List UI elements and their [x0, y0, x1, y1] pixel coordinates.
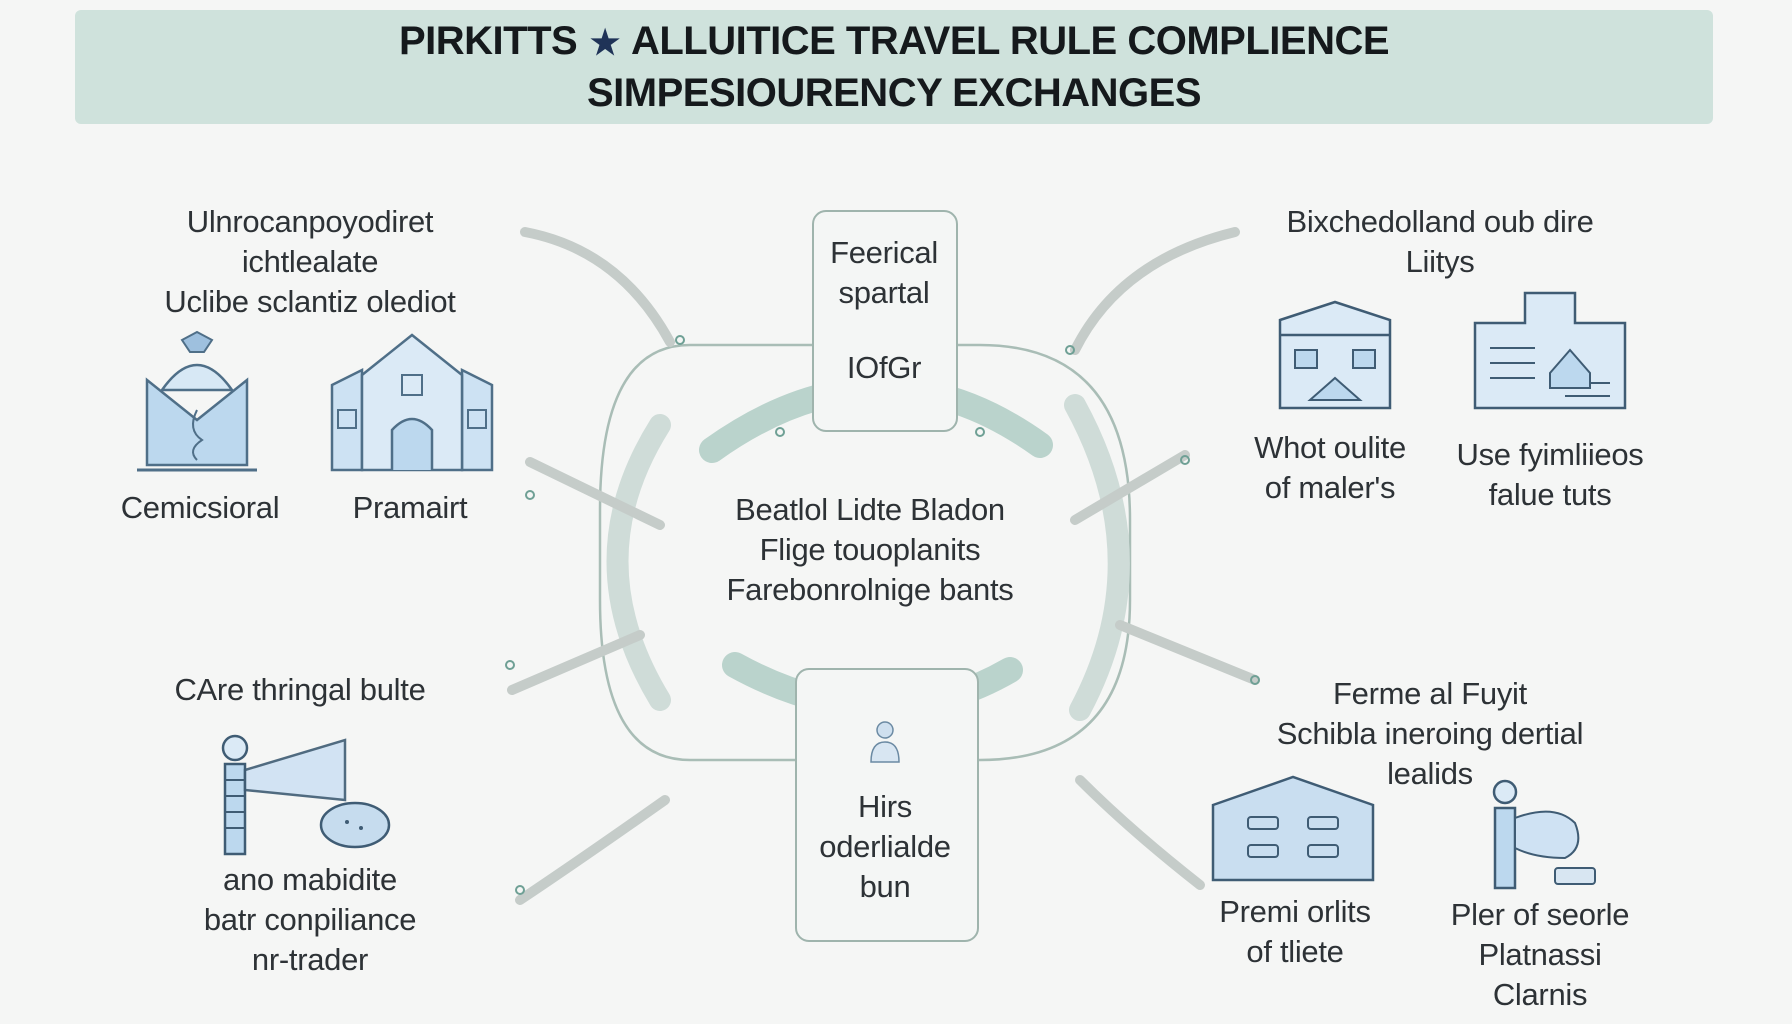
person-scanner-icon	[221, 734, 391, 856]
castle-building-icon	[330, 333, 494, 472]
arrow-top-right	[1070, 227, 1240, 355]
right-bottom-heading: Ferme al Fuyit Schibla ineroing dertial …	[1276, 676, 1584, 791]
center-top-box	[812, 210, 958, 432]
title-line-1: PIRKITTS ★ ALLUITICE TRAVEL RULE COMPLIE…	[398, 19, 1390, 63]
right-bottom-item-1: Premi orlits of tliete	[1219, 894, 1371, 969]
mountain-shield-icon	[137, 330, 257, 472]
right-top-item-2: Use fyimliieos falue tuts	[1456, 437, 1644, 512]
central-frame	[598, 343, 1132, 762]
arrow-lower-right	[1115, 620, 1260, 685]
left-bottom-caption: ano mabidite batr conpiliance nr-trader	[203, 862, 417, 977]
arrow-bottom-left	[515, 795, 670, 905]
center-bottom-box	[795, 668, 979, 942]
arrow-lower-left	[507, 630, 645, 695]
right-top-item-1: Whot oulite of maler's	[1254, 430, 1406, 505]
bank-building-icon	[1278, 300, 1392, 410]
title-banner: PIRKITTS ★ ALLUITICE TRAVEL RULE COMPLIE…	[75, 10, 1713, 124]
left-top-item-2: Pramairt	[352, 490, 468, 525]
left-bottom-heading: CAre thringal bulte	[174, 672, 426, 707]
left-top-heading: Ulnrocanpoyodiret ichtlealate Uclibe scl…	[164, 204, 456, 319]
right-bottom-item-2: Pler of seorle Platnassi Clarnis	[1450, 897, 1630, 1012]
ring-right-arc	[1064, 394, 1130, 721]
center-top-text: Feerical spartal	[830, 235, 938, 310]
ring-left-arc	[606, 414, 671, 711]
arrow-mid-right	[1070, 450, 1190, 525]
center-top-code: IOfGr	[846, 350, 922, 385]
arrow-bottom-right	[1075, 775, 1205, 890]
person-coins-icon	[1492, 779, 1596, 890]
person-lock-icon	[870, 721, 900, 763]
left-top-item-1: Cemicsioral	[120, 490, 280, 525]
document-house-icon	[1473, 291, 1627, 410]
right-top-heading: Bixchedolland oub dire Liitys	[1286, 204, 1594, 279]
star-icon: ★	[589, 24, 620, 62]
center-bottom-text: Hirs oderlialde bun	[819, 789, 951, 904]
center-middle-text: Beatlol Lidte Bladon Flige touoplanits F…	[726, 492, 1014, 607]
title-line-2: SIMPESIOURENCY EXCHANGES	[586, 71, 1202, 115]
arrow-top-left	[520, 227, 675, 347]
server-house-icon	[1211, 775, 1375, 882]
arrow-mid-left	[525, 457, 665, 530]
